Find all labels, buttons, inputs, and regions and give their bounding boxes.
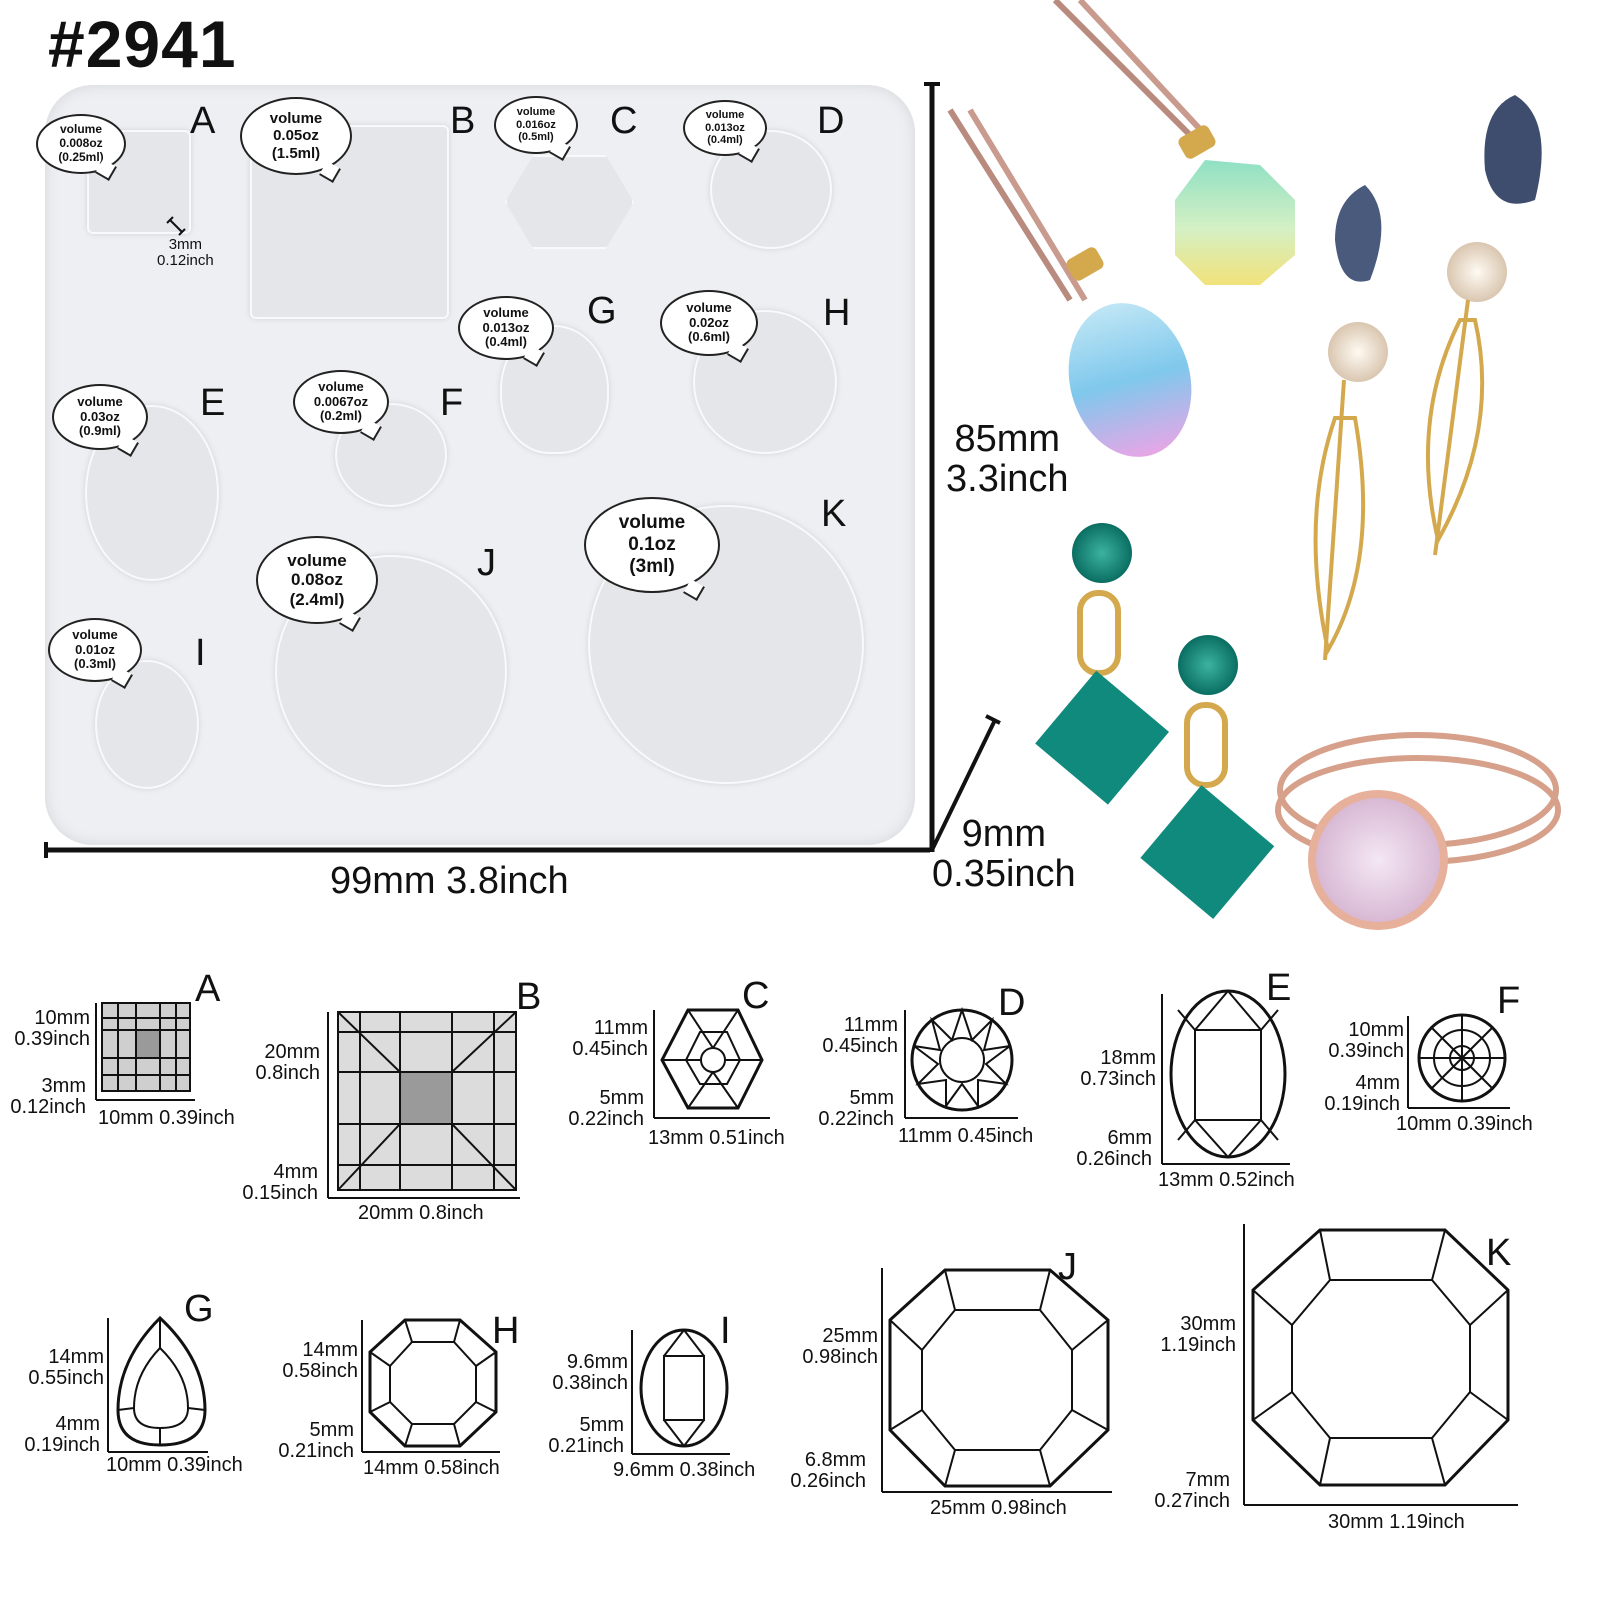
gem-letter-j: J [1058, 1246, 1077, 1288]
cavity-c [505, 155, 634, 249]
gem-h-diagram [361, 1318, 500, 1453]
gold-bead-2 [1178, 125, 1216, 159]
cavity-letter-c: C [610, 100, 638, 142]
gem-e-width: 13mm 0.52inch [1158, 1169, 1295, 1191]
gem-k-diagram [1243, 1224, 1518, 1506]
gem-b-width: 20mm 0.8inch [358, 1202, 484, 1224]
octagon-resin-pendant [1175, 160, 1295, 285]
gem-a-width: 10mm 0.39inch [98, 1107, 235, 1129]
gem-d-diagram [904, 1006, 1018, 1119]
necklace-cord [947, 0, 1213, 302]
gem-letter-k: K [1486, 1232, 1512, 1274]
gem-f-width: 10mm 0.39inch [1396, 1113, 1533, 1135]
gem-a-diagram [95, 1002, 195, 1101]
gem-letter-f: F [1497, 980, 1521, 1022]
gem-i-diagram [631, 1328, 730, 1455]
cavity-letter-h: H [823, 292, 851, 334]
teal-earring-2 [1140, 635, 1275, 919]
leaf-earring-1 [1313, 185, 1388, 661]
leaf-earring-2 [1425, 95, 1542, 556]
gem-letter-e: E [1266, 967, 1292, 1009]
cavity-d [710, 130, 832, 249]
gem-letter-b: B [516, 976, 542, 1018]
resin-ring [1275, 732, 1561, 930]
cavity-letter-i: I [195, 632, 206, 674]
gem-letter-a: A [195, 968, 221, 1010]
cavity-letter-f: F [440, 382, 464, 424]
product-code: #2941 [48, 7, 237, 81]
gem-letter-c: C [742, 975, 770, 1017]
gem-b-diagram [327, 1011, 520, 1199]
cavity-letter-k: K [821, 493, 847, 535]
gem-h-width: 14mm 0.58inch [363, 1457, 500, 1479]
cavity-letter-a: A [190, 100, 216, 142]
cavity-letter-j: J [477, 542, 496, 584]
gem-j-diagram [881, 1268, 1112, 1493]
gem-g-diagram [107, 1315, 208, 1453]
gem-g-width: 10mm 0.39inch [106, 1454, 243, 1476]
gem-letter-h: H [492, 1310, 520, 1352]
jewelry-examples [947, 0, 1561, 930]
wall-thickness-marker [166, 216, 186, 236]
gem-i-width: 9.6mm 0.38inch [613, 1459, 756, 1481]
oval-resin-pendant [1068, 303, 1192, 457]
gem-c-diagram [653, 1008, 770, 1119]
teal-earring-1 [1035, 523, 1169, 805]
gem-d-width: 11mm 0.45inch [898, 1125, 1034, 1147]
gem-letter-g: G [184, 1288, 214, 1330]
gem-f-diagram [1407, 1013, 1510, 1109]
mold-dimension-lines [44, 82, 1001, 858]
gem-c-width: 13mm 0.51inch [648, 1127, 785, 1149]
gold-bead-1 [1066, 247, 1104, 281]
gem-letter-i: I [720, 1310, 731, 1352]
cavity-letter-e: E [200, 382, 226, 424]
gem-k-width: 30mm 1.19inch [1328, 1511, 1465, 1533]
cavity-letter-g: G [587, 290, 617, 332]
gem-j-width: 25mm 0.98inch [930, 1497, 1067, 1519]
cavity-letter-d: D [817, 100, 845, 142]
gem-letter-d: D [998, 982, 1026, 1024]
cavity-letter-b: B [450, 100, 476, 142]
mold-width-label: 99mm 3.8inch [330, 860, 569, 902]
gem-e-diagram [1161, 989, 1290, 1165]
